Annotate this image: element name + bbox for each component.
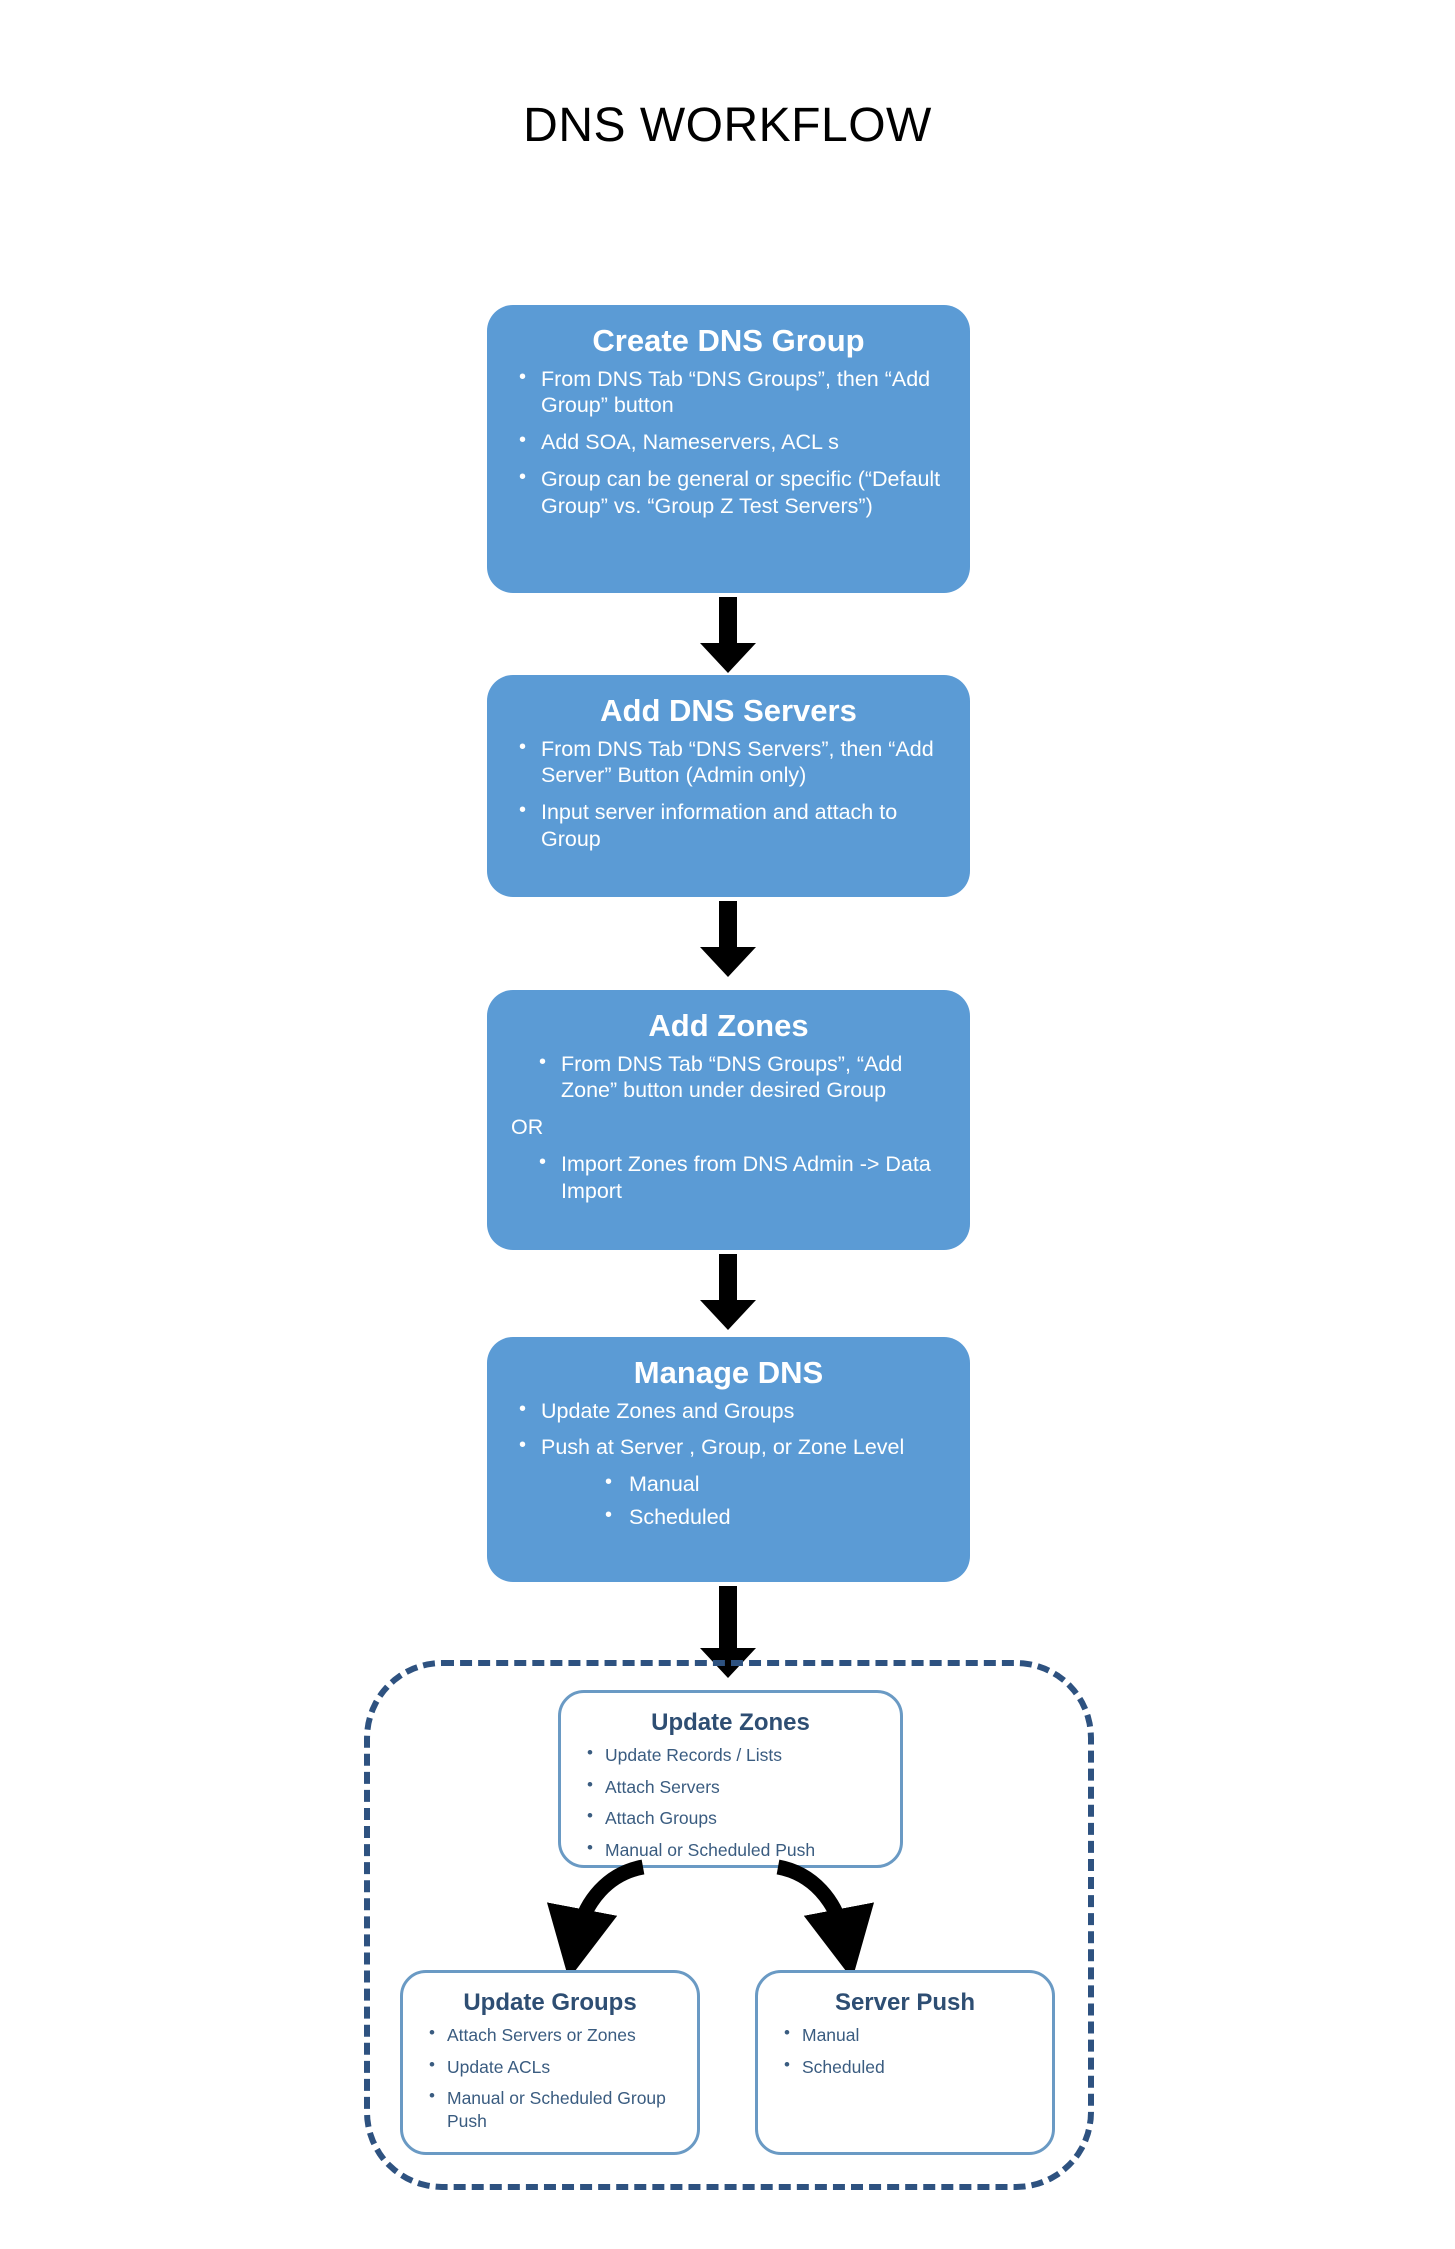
process-box-bullet-list: Update Zones and Groups Push at Server ,… xyxy=(505,1397,952,1532)
bullet-item: Manual xyxy=(768,2022,1042,2047)
bullet-item: Import Zones from DNS Admin -> Data Impo… xyxy=(505,1150,952,1205)
diverging-arrows-group xyxy=(546,1859,875,1980)
arrow-shaft xyxy=(719,1254,737,1302)
detail-box-update-groups: Update Groups Attach Servers or Zones Up… xyxy=(400,1970,700,2155)
bullet-item: Input server information and attach to G… xyxy=(505,798,952,853)
process-box-manage-dns: Manage DNS Update Zones and Groups Push … xyxy=(487,1337,970,1582)
detail-box-title: Server Push xyxy=(834,1989,976,2016)
down-arrow-icon xyxy=(700,901,756,977)
bullet-item: Manual or Scheduled Group Push xyxy=(413,2085,687,2133)
bullet-item: From DNS Tab “DNS Groups”, then “Add Gro… xyxy=(505,365,952,420)
bullet-item: Add SOA, Nameservers, ACL s xyxy=(505,428,952,456)
bullet-item: Update ACLs xyxy=(413,2054,687,2079)
sub-bullet-item: Manual xyxy=(505,1470,952,1498)
bullet-item: Manual or Scheduled Push xyxy=(571,1837,890,1862)
arrow-head xyxy=(700,947,756,977)
process-box-create-dns-group: Create DNS Group From DNS Tab “DNS Group… xyxy=(487,305,970,593)
process-box-title: Add DNS Servers xyxy=(600,693,857,728)
bullet-item: Scheduled xyxy=(768,2054,1042,2079)
process-box-add-zones: Add Zones From DNS Tab “DNS Groups”, “Ad… xyxy=(487,990,970,1250)
bullet-item: Attach Servers xyxy=(571,1774,890,1799)
or-separator: OR xyxy=(511,1115,544,1140)
bullet-item: From DNS Tab “DNS Servers”, then “Add Se… xyxy=(505,735,952,790)
bullet-item: From DNS Tab “DNS Groups”, “Add Zone” bu… xyxy=(505,1050,952,1105)
arrow-shaft xyxy=(719,901,737,949)
process-box-title: Create DNS Group xyxy=(592,323,865,358)
curved-arrow-right xyxy=(776,1859,875,1980)
process-box-add-dns-servers: Add DNS Servers From DNS Tab “DNS Server… xyxy=(487,675,970,897)
arrow-shaft xyxy=(719,1586,737,1650)
bullet-item: Update Records / Lists xyxy=(571,1742,890,1767)
page-title: DNS WORKFLOW xyxy=(523,99,932,152)
process-box-bullet-list: From DNS Tab “DNS Groups”, then “Add Gro… xyxy=(505,365,952,520)
process-box-bullet-list: From DNS Tab “DNS Servers”, then “Add Se… xyxy=(505,735,952,854)
process-box-title: Add Zones xyxy=(648,1008,809,1043)
arrow-head xyxy=(700,643,756,673)
detail-box-update-zones: Update Zones Update Records / Lists Atta… xyxy=(558,1690,903,1868)
detail-box-title: Update Zones xyxy=(651,1709,810,1736)
sub-bullet-item: Scheduled xyxy=(505,1503,952,1531)
curved-arrow-left xyxy=(546,1859,645,1980)
bullet-item: Attach Servers or Zones xyxy=(413,2022,687,2047)
bullet-item: Push at Server , Group, or Zone Level xyxy=(505,1433,952,1461)
down-arrow-icon xyxy=(700,597,756,673)
arrow-shaft xyxy=(719,597,737,645)
detail-box-title: Update Groups xyxy=(463,1989,637,2016)
detail-box-bullet-list: Update Records / Lists Attach Servers At… xyxy=(571,1742,890,1862)
process-box-bullet-list: From DNS Tab “DNS Groups”, “Add Zone” bu… xyxy=(505,1050,952,1205)
arrow-head xyxy=(700,1300,756,1330)
bullet-item: Group can be general or specific (“Defau… xyxy=(505,465,952,520)
bullet-item: Attach Groups xyxy=(571,1805,890,1830)
detail-box-bullet-list: Attach Servers or Zones Update ACLs Manu… xyxy=(413,2022,687,2133)
process-box-title: Manage DNS xyxy=(633,1355,824,1390)
detail-box-bullet-list: Manual Scheduled xyxy=(768,2022,1042,2079)
detail-box-server-push: Server Push Manual Scheduled xyxy=(755,1970,1055,2155)
dashed-group-region xyxy=(364,1660,1094,2190)
bullet-item: Update Zones and Groups xyxy=(505,1397,952,1425)
down-arrow-icon xyxy=(700,1254,756,1330)
